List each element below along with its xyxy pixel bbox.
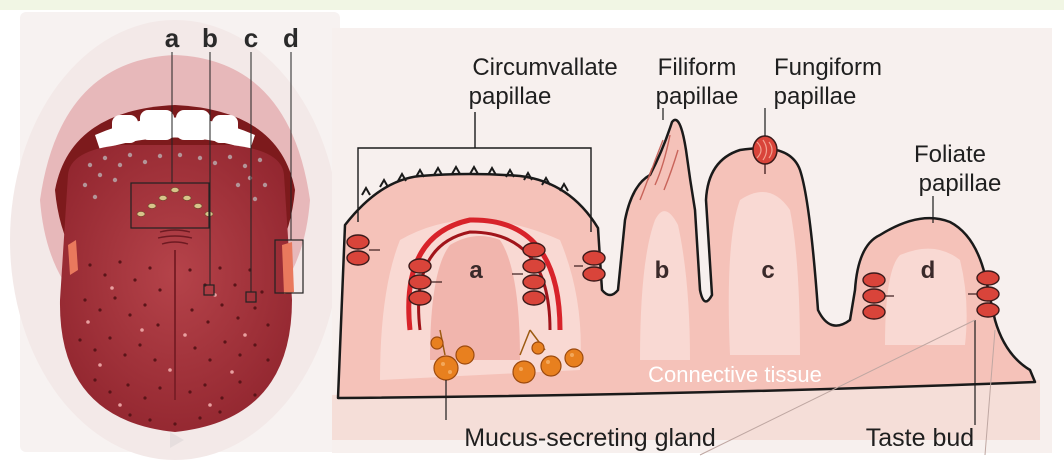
top-strip xyxy=(0,0,1064,10)
label-filiform-line1: Filiform xyxy=(658,54,737,81)
tongue-letter-a: a xyxy=(165,23,180,53)
label-foliate-line2: papillae xyxy=(919,170,1002,197)
label-connective-tissue: Connective tissue xyxy=(648,362,822,387)
mouth-illustration xyxy=(10,12,340,460)
section-letter-b: b xyxy=(655,257,670,284)
label-foliate-line1: Foliate xyxy=(914,141,986,168)
label-fungiform-line1: Fungiform xyxy=(774,54,882,81)
label-mucus-gland: Mucus-secreting gland xyxy=(464,424,716,452)
tongue-letter-c: c xyxy=(244,23,258,53)
tongue-letter-b: b xyxy=(202,23,218,53)
section-letter-d: d xyxy=(921,257,936,284)
section-letter-c: c xyxy=(761,257,774,284)
label-fungiform-line2: papillae xyxy=(774,83,857,110)
tongue-letter-d: d xyxy=(283,23,299,53)
label-taste-bud: Taste bud xyxy=(866,424,974,452)
section-letter-a: a xyxy=(469,257,483,284)
label-circumvallate-line2: papillae xyxy=(469,83,552,110)
label-circumvallate-line1: Circumvallate xyxy=(472,54,617,81)
label-filiform-line2: papillae xyxy=(656,83,739,110)
